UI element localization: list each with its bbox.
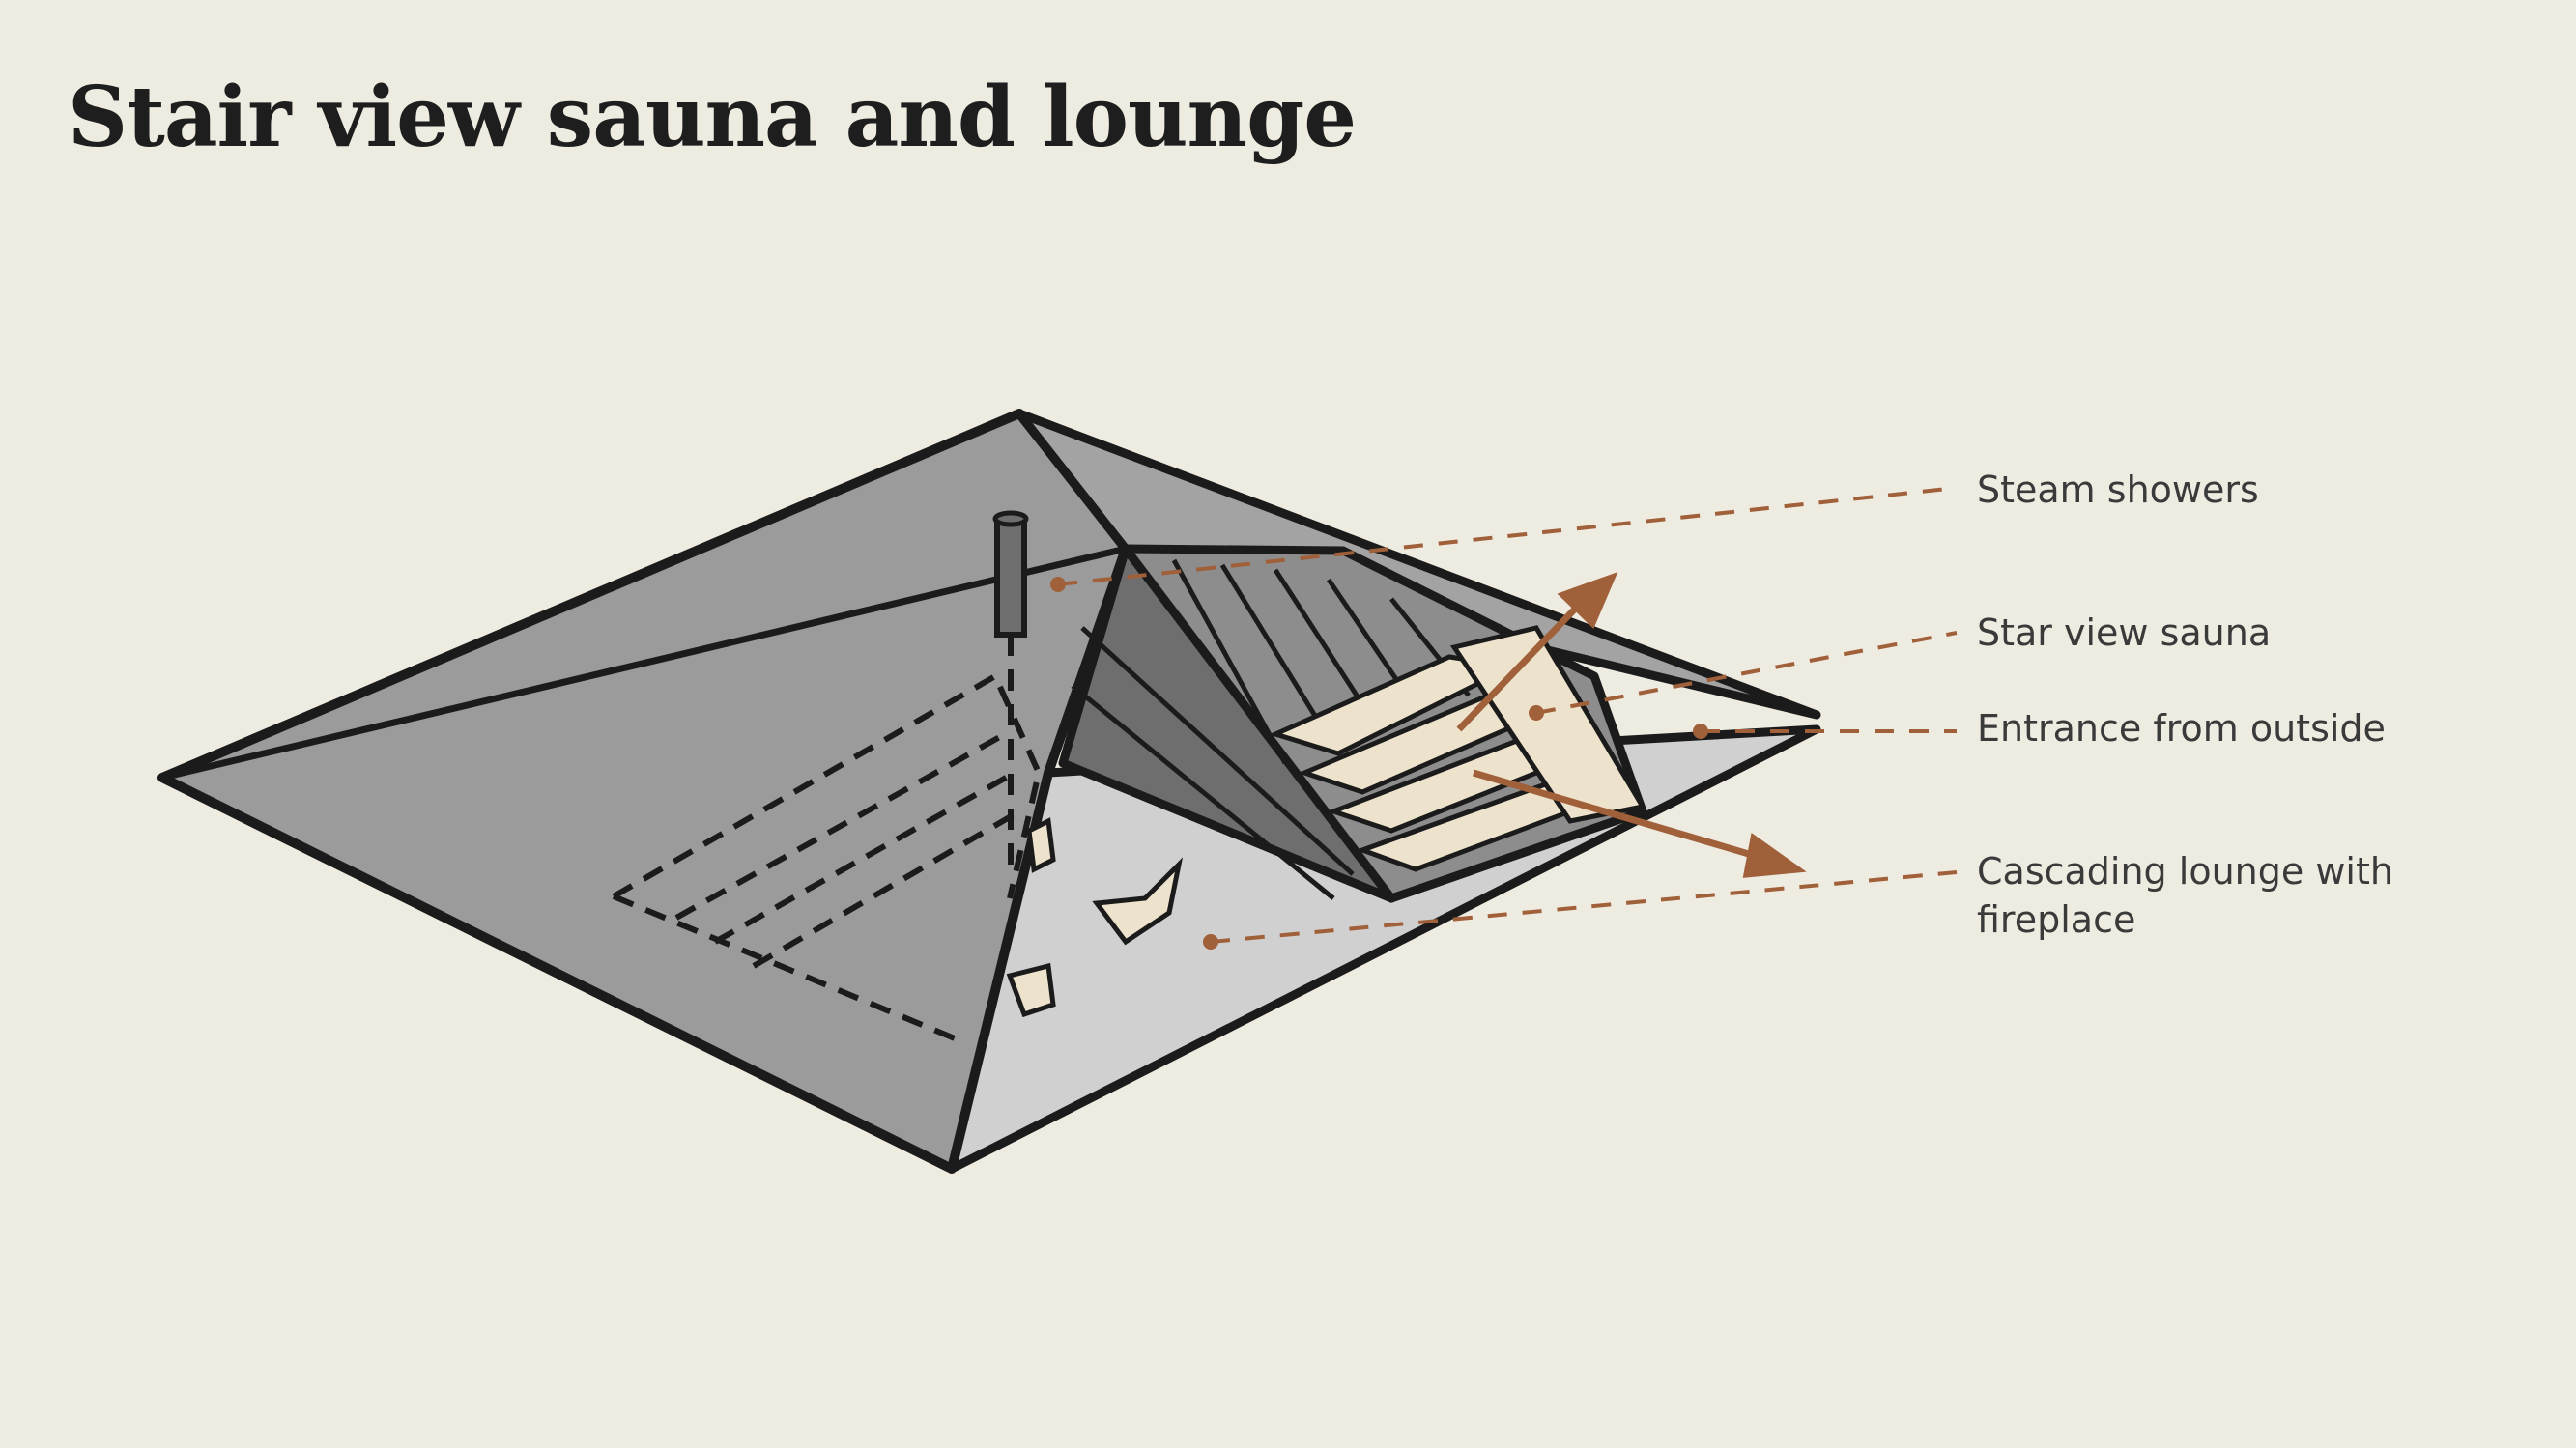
chimney [994,516,1027,638]
roof-hip-line [161,545,1127,781]
lounge-chairs [1006,817,1184,1018]
dot-entrance [1693,724,1708,739]
callout-dots [1050,577,1708,950]
callout-leaders [1057,486,1958,944]
arrow-up-shaft [1456,596,1588,732]
callout-cascading-lounge: Cascading lounge with fireplace [1977,850,2393,941]
dot-lounge [1203,934,1218,950]
callout-entrance-from-outside: Entrance from outside [1977,707,2386,750]
roof-left-plane [157,409,1131,1174]
chimney-cap [992,510,1029,527]
leader-star-view-sauna [1535,631,1958,715]
arrow-down-shaft [1473,769,1769,864]
hidden-interior-lines [612,635,1043,1046]
page-title: Stair view sauna and lounge [68,69,1357,166]
leader-steam-showers [1057,486,1958,586]
dot-star-view-sauna [1529,705,1544,721]
dot-steam-showers [1050,577,1066,592]
view-direction-arrows [1456,571,1807,878]
roof-ridge-line [1016,411,1129,552]
arrow-up-head [1557,571,1618,630]
cascading-benches [1268,625,1646,872]
arrow-down-head [1742,832,1807,878]
callout-steam-showers: Steam showers [1977,468,2259,511]
callout-star-view-sauna: Star view sauna [1977,611,2272,654]
